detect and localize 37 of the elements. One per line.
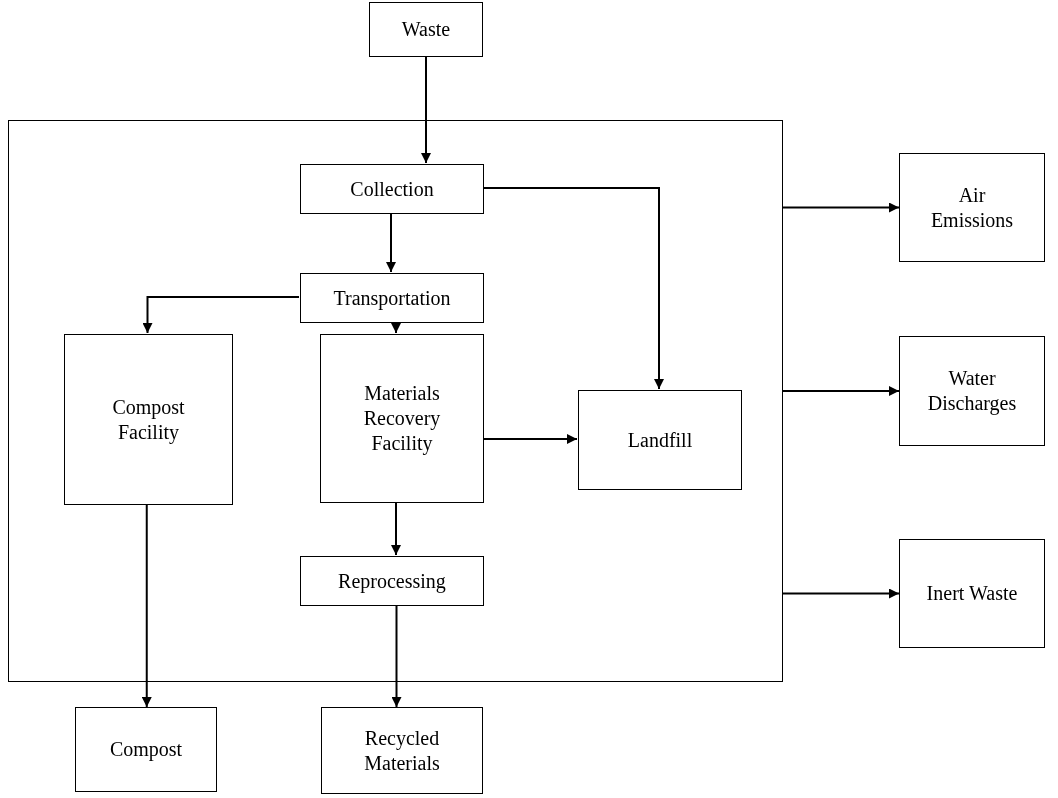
arrow [782,202,900,213]
arrow [141,503,152,708]
arrow [391,321,401,334]
arrow [782,588,900,599]
node-label: Water Discharges [926,366,1018,416]
node-label: Landfill [626,427,694,453]
node-label: Recycled Materials [363,725,441,776]
arrow [386,212,396,273]
node-label: Waste [400,17,452,42]
node-label: Collection [349,176,435,202]
process-box [899,539,1045,648]
process-box [300,556,484,606]
arrow [482,434,578,444]
arrow [482,187,664,390]
node-label: Air Emissions [929,182,1015,233]
node-label: Transportation [332,285,452,311]
node-label: Materials Recovery Facility [362,381,442,456]
process-box [300,273,484,323]
arrow [391,501,401,556]
node-label: Inert Waste [925,581,1019,606]
node-label: Compost Facility [111,394,186,445]
system-boundary-box [8,120,783,682]
node-label: Reprocessing [337,568,447,594]
arrow [782,386,900,396]
process-box [64,334,233,505]
process-box [320,334,484,503]
process-box [75,707,217,792]
process-box [300,164,484,214]
arrow [421,56,431,164]
arrow [391,604,402,708]
node-label: Compost [108,737,184,762]
process-box [899,153,1045,262]
process-box [578,390,742,490]
process-box [369,2,483,57]
process-box [899,336,1045,446]
process-box [321,707,483,794]
arrow [142,296,300,334]
